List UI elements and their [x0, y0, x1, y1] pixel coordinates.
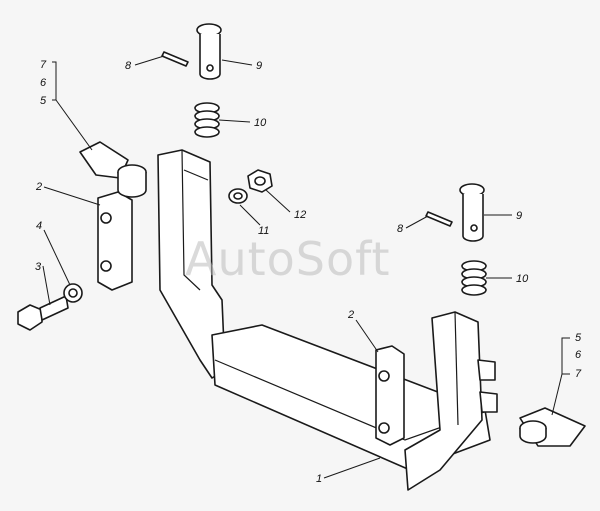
- callout-labels: 7 6 5 8 9 10 2 4 3 11 12 8 9 10 2 5 6 7 …: [35, 59, 582, 485]
- right-swing-arm: [519, 407, 586, 447]
- callout-6-left: 6: [40, 77, 47, 89]
- callout-12: 12: [294, 209, 306, 221]
- callout-3: 3: [35, 261, 42, 273]
- leader-lines: [42, 55, 570, 479]
- pin-top: [196, 23, 222, 80]
- callout-9-top: 9: [256, 60, 262, 72]
- callout-9-right: 9: [516, 210, 522, 222]
- left-plate: [97, 191, 133, 291]
- callout-2-right: 2: [347, 309, 354, 321]
- spring-right: [461, 260, 487, 296]
- pin-right: [459, 183, 485, 242]
- cotter-pin-top: [161, 51, 189, 67]
- spring-top: [194, 102, 220, 138]
- watermark-text: AutoSoft: [185, 232, 391, 286]
- callout-7-right: 7: [575, 368, 582, 380]
- callout-5-left: 5: [40, 95, 47, 107]
- callout-10-top: 10: [254, 117, 267, 129]
- nut: [247, 169, 273, 193]
- washer: [63, 283, 83, 303]
- callout-8-top: 8: [125, 60, 132, 72]
- right-plate: [375, 345, 405, 446]
- callout-1: 1: [316, 473, 322, 485]
- callout-10-right: 10: [516, 273, 529, 285]
- callout-11: 11: [258, 225, 269, 237]
- spring-washer: [228, 188, 248, 204]
- callout-5-right: 5: [575, 332, 582, 344]
- callout-7-left: 7: [40, 59, 47, 71]
- left-swing-arm: [79, 141, 147, 198]
- cotter-pin-right: [425, 211, 453, 227]
- callout-6-right: 6: [575, 349, 582, 361]
- main-bracket: [157, 149, 498, 491]
- bolt: [17, 295, 69, 331]
- callout-2-left: 2: [35, 181, 42, 193]
- callout-4: 4: [36, 220, 42, 232]
- callout-8-right: 8: [397, 223, 404, 235]
